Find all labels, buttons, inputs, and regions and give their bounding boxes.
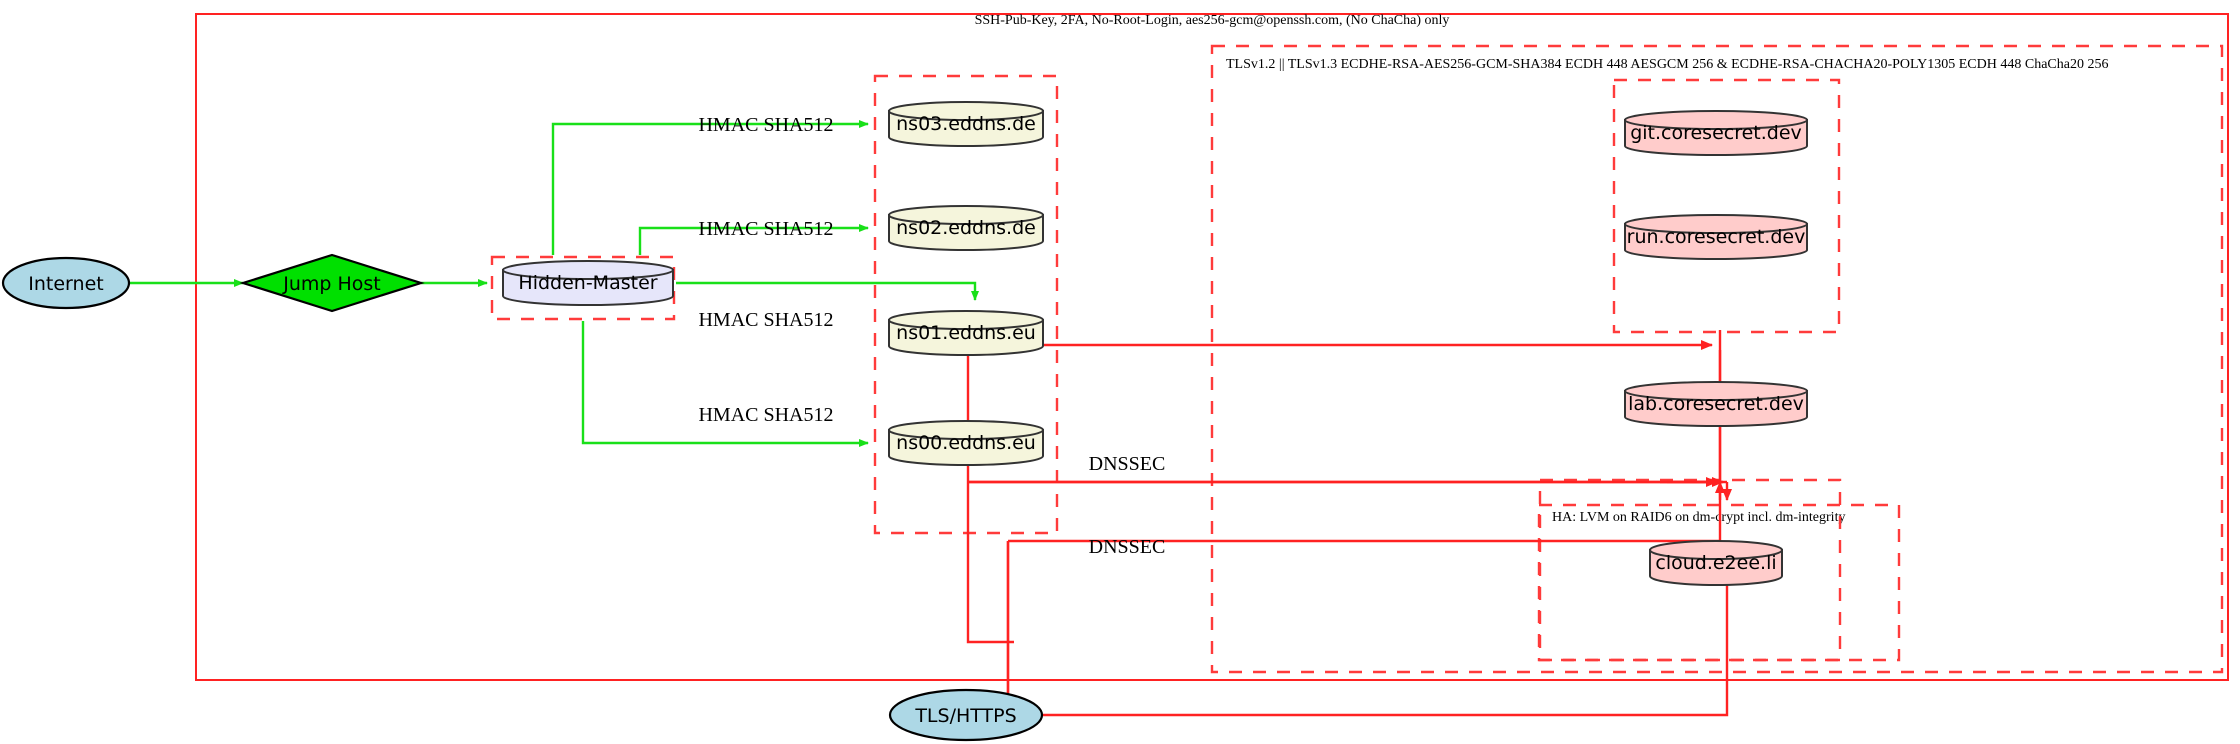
cluster-tls-label: TLSv1.2 || TLSv1.3 ECDHE-RSA-AES256-GCM-… — [1226, 57, 2108, 72]
cluster-cloud-boundary — [1538, 478, 1842, 662]
jump-host-diamond — [239, 253, 425, 313]
edge-hiddenmaster-to-ns01 — [676, 281, 979, 301]
tls-https-ellipse — [888, 688, 1044, 742]
node-jump-host[interactable]: Jump Host — [239, 253, 425, 313]
node-internet[interactable]: Internet — [1, 256, 131, 310]
edge-label-dnssec-lower: DNSSEC — [1089, 536, 1166, 558]
ns01-label: ns01.eddns.eu — [896, 322, 1036, 344]
cluster-outer-ssh-boundary — [195, 13, 2229, 681]
node-git-coresecret[interactable]: git.coresecret.dev — [1624, 110, 1808, 156]
git-label: git.coresecret.dev — [1630, 122, 1802, 144]
edge-tls-right-run — [1040, 541, 1729, 717]
git-cyl-top — [1624, 110, 1808, 130]
node-ns03[interactable]: ns03.eddns.de — [888, 101, 1044, 147]
ns01-cyl-top — [888, 310, 1044, 330]
edge-dnssec-upper-tail — [966, 482, 1014, 644]
ns03-cyl-top — [888, 101, 1044, 121]
jump-host-label: Jump Host — [282, 273, 381, 295]
ns00-label: ns00.eddns.eu — [896, 432, 1036, 454]
edge-label-hmac-ns01: HMAC SHA512 — [698, 309, 833, 331]
edge-label-hmac-ns00: HMAC SHA512 — [698, 404, 833, 426]
cluster-tls-boundary — [1210, 44, 2224, 674]
edge-label-hmac-ns02: HMAC SHA512 — [698, 218, 833, 240]
node-tls-https[interactable]: TLS/HTTPS — [888, 688, 1044, 742]
node-hidden-master[interactable]: Hidden-Master — [502, 260, 674, 306]
cluster-hidden-master-boundary — [490, 255, 676, 321]
node-run-coresecret[interactable]: run.coresecret.dev — [1624, 214, 1808, 260]
ns02-cyl-top — [888, 205, 1044, 225]
tls-https-label: TLS/HTTPS — [914, 705, 1016, 727]
hidden-master-label: Hidden-Master — [518, 272, 657, 294]
internet-label: Internet — [28, 273, 103, 295]
edge-hiddenmaster-to-ns03 — [551, 120, 869, 255]
cloud-label: cloud.e2ee.li — [1655, 552, 1776, 574]
node-lab-coresecret[interactable]: lab.coresecret.dev — [1624, 381, 1808, 427]
hidden-master-cyl-top — [502, 260, 674, 280]
cluster-ha-label: HA: LVM on RAID6 on dm-crypt incl. dm-in… — [1552, 510, 1845, 525]
lab-label: lab.coresecret.dev — [1628, 393, 1804, 415]
cluster-outer-ssh-label: SSH-Pub-Key, 2FA, No-Root-Login, aes256-… — [975, 13, 1450, 28]
node-cloud-e2ee[interactable]: cloud.e2ee.li — [1649, 540, 1783, 586]
node-ns02[interactable]: ns02.eddns.de — [888, 205, 1044, 251]
edge-hiddenmaster-to-ns02 — [638, 224, 869, 255]
ns02-label: ns02.eddns.de — [896, 217, 1036, 239]
cluster-coresecret-boundary — [1612, 78, 1841, 334]
run-label: run.coresecret.dev — [1627, 226, 1806, 248]
ns00-cyl-top — [888, 420, 1044, 440]
cloud-cyl-top — [1649, 540, 1783, 560]
cluster-nameservers-boundary — [873, 74, 1059, 535]
ns03-label: ns03.eddns.de — [896, 113, 1036, 135]
node-ns01[interactable]: ns01.eddns.eu — [888, 310, 1044, 356]
run-cyl-top — [1624, 214, 1808, 234]
edge-hiddenmaster-to-ns00 — [581, 321, 869, 447]
lab-cyl-top — [1624, 381, 1808, 401]
internet-ellipse — [1, 256, 131, 310]
edge-label-hmac-ns03: HMAC SHA512 — [698, 114, 833, 136]
edge-label-dnssec-upper: DNSSEC — [1089, 453, 1166, 475]
node-ns00[interactable]: ns00.eddns.eu — [888, 420, 1044, 466]
